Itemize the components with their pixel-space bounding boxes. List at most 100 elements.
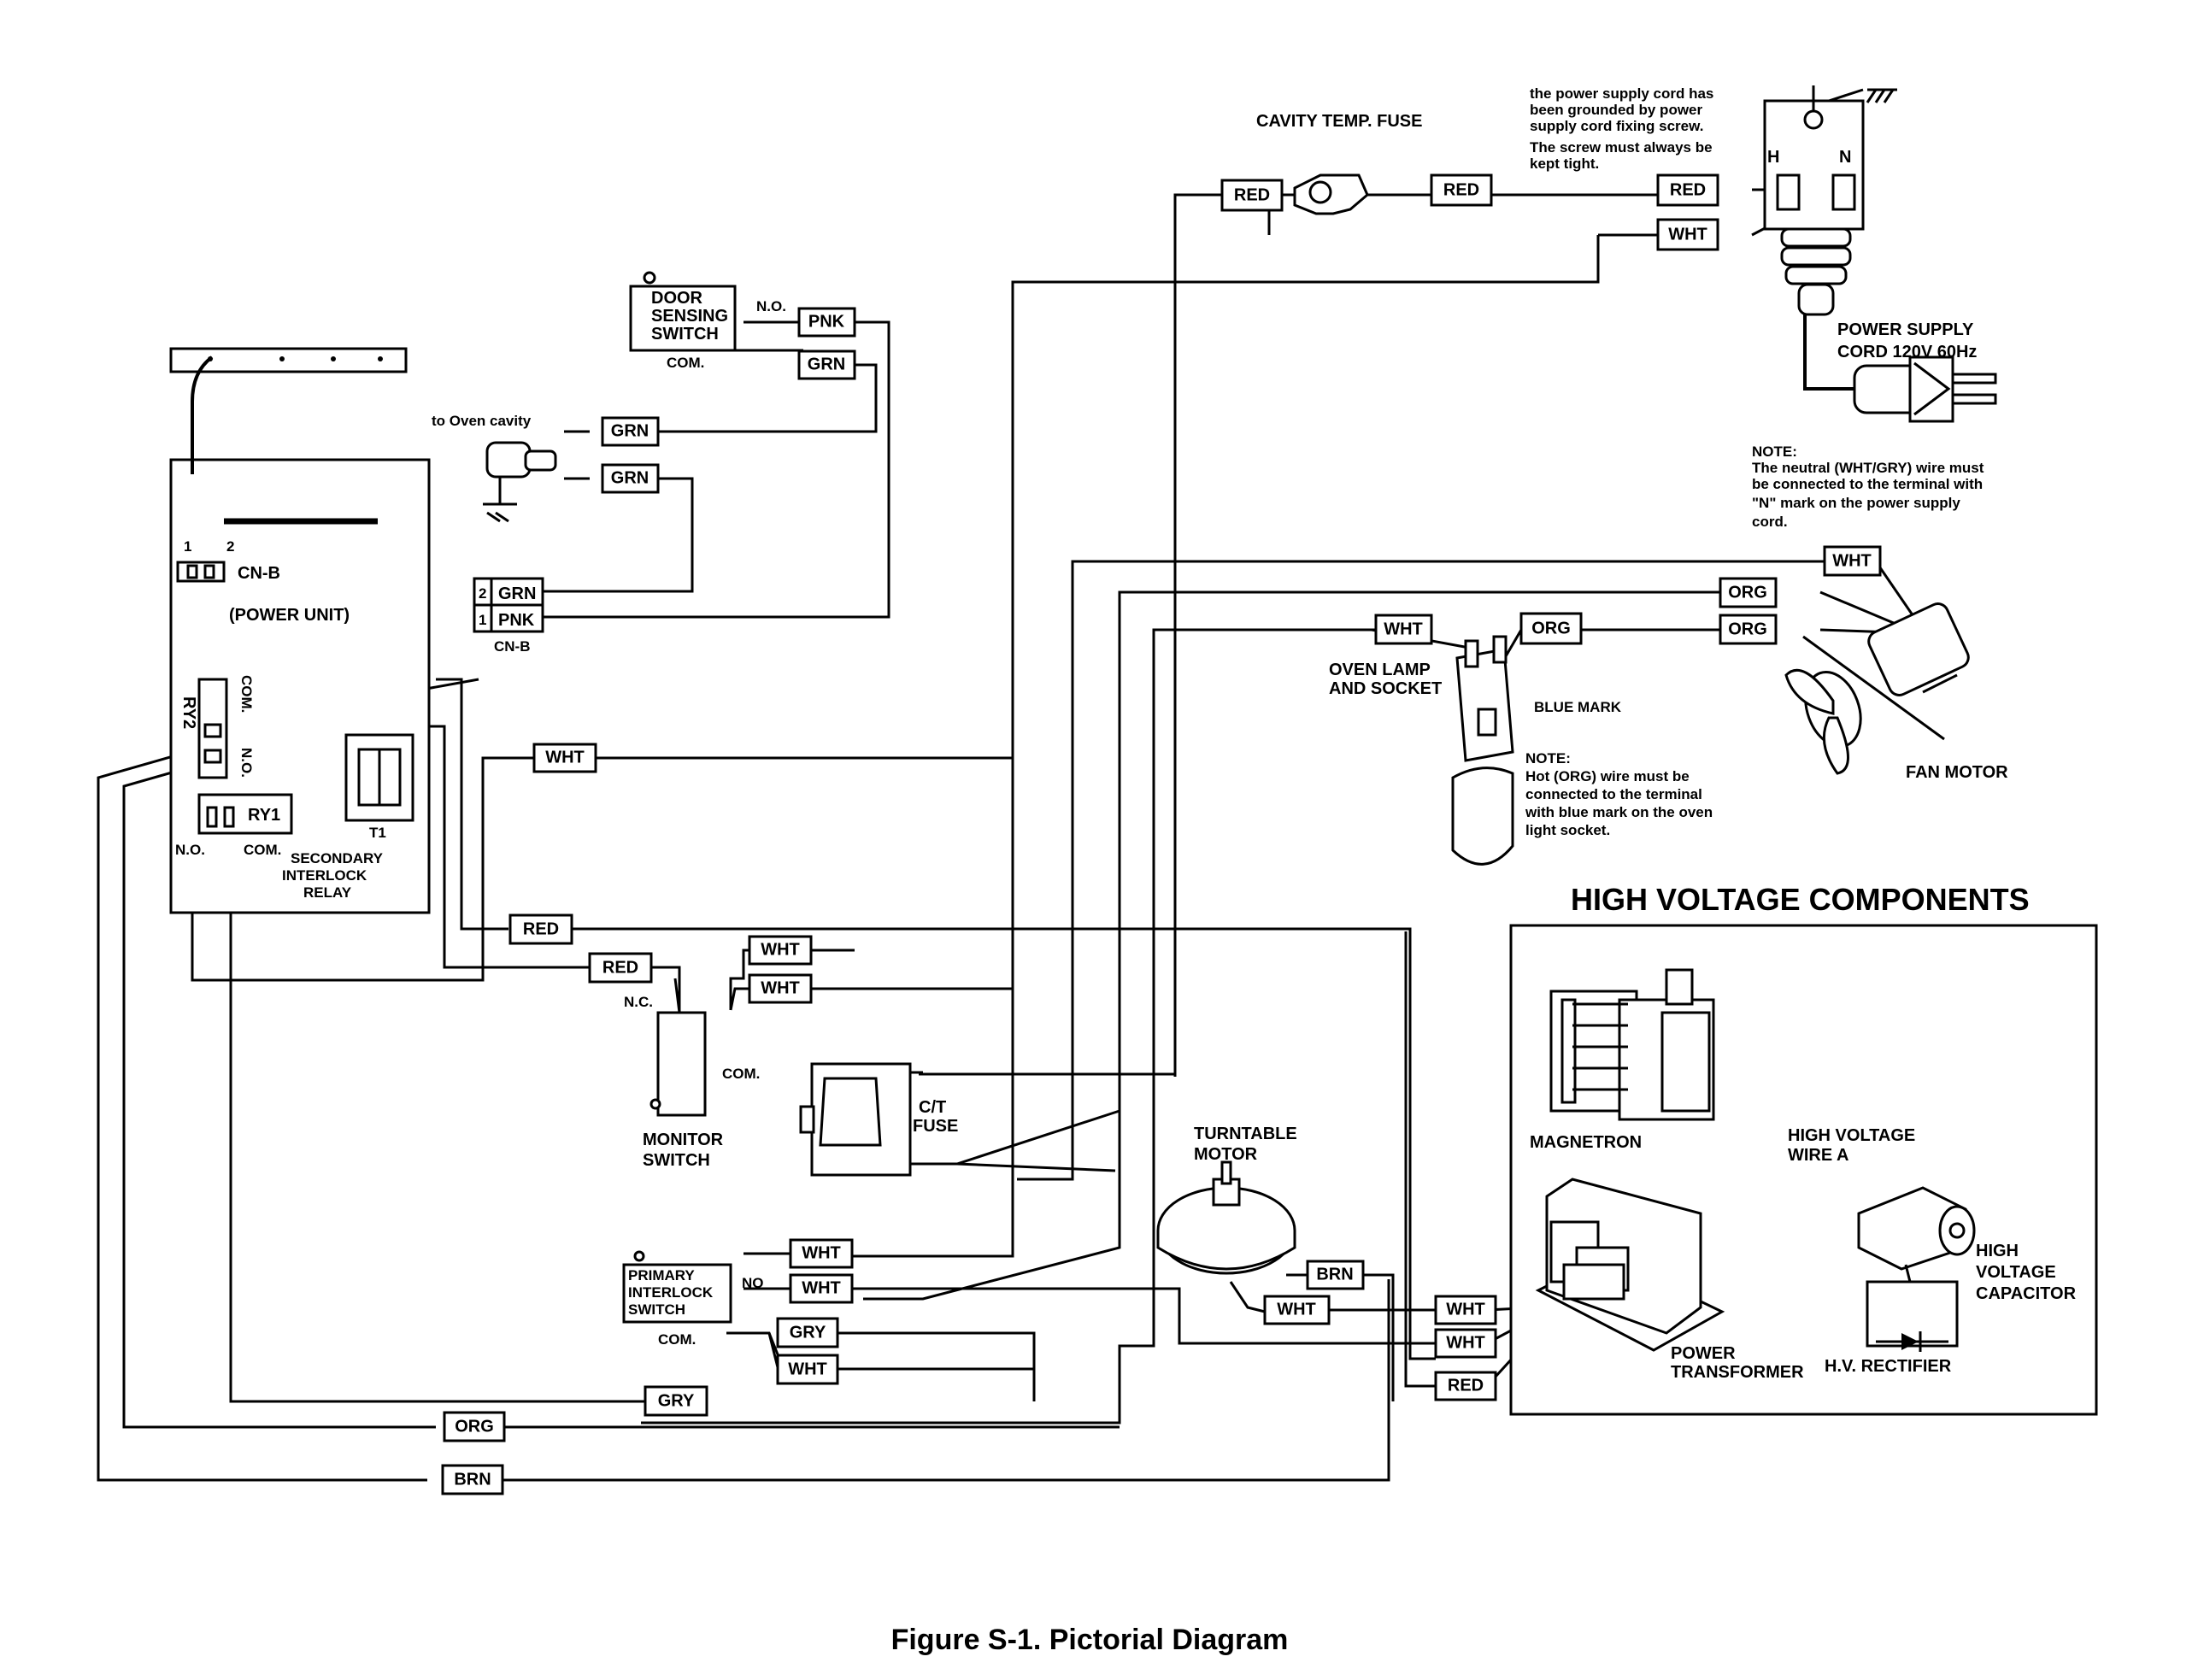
svg-text:RED: RED <box>523 919 559 938</box>
hv-rectifier <box>1866 1280 1959 1352</box>
ct-fuse-label-2: FUSE <box>913 1117 958 1136</box>
tag-wht-relay: WHT <box>532 743 597 773</box>
svg-text:WHT: WHT <box>788 1360 827 1378</box>
svg-text:BRN: BRN <box>1316 1265 1353 1283</box>
tag-wht-monitor-2: WHT <box>748 973 813 1004</box>
svg-text:WHT: WHT <box>1668 225 1707 244</box>
svg-text:Hot (ORG) wire must be: Hot (ORG) wire must be <box>1525 768 1690 784</box>
turntable-motor <box>1156 1160 1296 1275</box>
power-unit-label: (POWER UNIT) <box>229 606 350 625</box>
ry1-com-label: COM. <box>244 842 281 858</box>
tag-wht-primary-2: WHT <box>789 1273 854 1304</box>
cnb-board-label: CN-B <box>238 564 280 583</box>
monitor-switch-label-2: SWITCH <box>643 1151 710 1170</box>
hv-capacitor-label: HIGH <box>1976 1242 2019 1260</box>
tag-red-monitor: RED <box>588 952 653 984</box>
tag-wht-plug: WHT <box>1656 218 1719 251</box>
secondary-interlock-relay-label: SECONDARY INTERLOCK RELAY <box>282 850 384 901</box>
svg-text:SECONDARY: SECONDARY <box>291 850 384 866</box>
svg-text:BRN: BRN <box>454 1470 491 1489</box>
cnb-pnk: PNK <box>498 611 535 630</box>
hv-wire-a-label-2: WIRE A <box>1788 1146 1848 1165</box>
tag-wht-monitor-1: WHT <box>748 935 813 966</box>
monitor-switch-label: MONITOR <box>643 1131 724 1149</box>
cnb-socket <box>176 561 226 583</box>
hv-wire-a-label: HIGH VOLTAGE <box>1788 1126 1915 1145</box>
svg-text:DOOR: DOOR <box>651 289 703 308</box>
svg-text:RELAY: RELAY <box>303 884 352 901</box>
svg-text:connected to the terminal: connected to the terminal <box>1525 786 1702 802</box>
svg-text:WHT: WHT <box>1446 1300 1485 1319</box>
svg-text:INTERLOCK: INTERLOCK <box>282 867 367 884</box>
svg-text:RED: RED <box>602 958 638 977</box>
monitor-nc-label: N.C. <box>624 994 653 1010</box>
figure-caption: Figure S-1. Pictorial Diagram <box>891 1624 1289 1656</box>
cnb-grn: GRN <box>498 584 536 603</box>
svg-text:ORG: ORG <box>1728 620 1767 638</box>
primary-interlock-switch-body <box>622 1263 732 1324</box>
ry2-no-label: N.O. <box>238 748 255 778</box>
svg-text:RED: RED <box>1448 1376 1484 1395</box>
tag-wht-trans-2: WHT <box>1434 1328 1497 1359</box>
tag-wht-turntable: WHT <box>1263 1295 1331 1325</box>
tag-wht-trans-1: WHT <box>1434 1295 1497 1325</box>
svg-text:"N" mark on the power supply: "N" mark on the power supply <box>1752 495 1960 511</box>
svg-text:NOTE:: NOTE: <box>1525 750 1571 767</box>
ry1-label: RY1 <box>248 806 280 825</box>
ground-note: the power supply cord has been grounded … <box>1530 85 1713 172</box>
cnb-row-2: 2 <box>479 585 486 602</box>
ct-fuse-body <box>799 1062 923 1177</box>
cnb-pin-2: 2 <box>226 538 234 555</box>
cavity-temp-fuse <box>1293 173 1369 215</box>
svg-text:be connected to the terminal w: be connected to the terminal with <box>1752 476 1983 492</box>
svg-text:with blue mark on the oven: with blue mark on the oven <box>1525 804 1713 820</box>
board-cable <box>191 355 214 474</box>
hv-capacitor-label-3: CAPACITOR <box>1976 1284 2077 1303</box>
turntable-motor-label: TURNTABLE <box>1194 1125 1297 1143</box>
svg-text:WHT: WHT <box>1277 1300 1316 1319</box>
magnetron-label: MAGNETRON <box>1530 1133 1642 1152</box>
svg-text:WHT: WHT <box>545 748 585 767</box>
monitor-com-label: COM. <box>722 1066 760 1082</box>
tag-wht-primary-1: WHT <box>789 1238 854 1269</box>
hv-rectifier-label: H.V. RECTIFIER <box>1825 1357 1952 1376</box>
svg-text:The neutral (WHT/GRY) wire mus: The neutral (WHT/GRY) wire must <box>1752 460 1984 476</box>
tag-wht-lamp: WHT <box>1374 614 1433 645</box>
power-transformer-label: POWER <box>1671 1344 1736 1363</box>
tag-grn-oven-1: GRN <box>601 416 660 447</box>
blue-mark-label: BLUE MARK <box>1534 699 1622 715</box>
power-transformer <box>1535 1178 1725 1352</box>
svg-text:WHT: WHT <box>761 940 800 959</box>
tag-org-lamp: ORG <box>1519 612 1583 645</box>
tag-brn-bottom: BRN <box>441 1464 504 1495</box>
tag-red-cavity-left: RED <box>1220 179 1284 212</box>
to-oven-cavity-label: to Oven cavity <box>432 413 532 429</box>
labels: CAVITY TEMP. FUSE the power supply cord … <box>175 85 2077 1382</box>
oven-lamp <box>1451 635 1514 866</box>
power-plug <box>1763 85 1997 423</box>
tag-pnk-door: PNK <box>797 307 856 338</box>
svg-text:SWITCH: SWITCH <box>651 325 719 344</box>
neutral-note: NOTE: The neutral (WHT/GRY) wire must be… <box>1752 443 1984 530</box>
svg-text:kept tight.: kept tight. <box>1530 156 1599 172</box>
svg-text:RED: RED <box>1443 180 1479 199</box>
svg-text:RED: RED <box>1234 185 1270 204</box>
t1-label: T1 <box>369 825 386 841</box>
ry2-com-label: COM. <box>238 675 255 713</box>
tag-gry-bottom: GRY <box>644 1385 708 1417</box>
tag-brn-turntable: BRN <box>1306 1260 1365 1290</box>
door-sensing-switch-label: DOOR SENSING SWITCH <box>651 289 728 344</box>
tag-red-plug: RED <box>1656 173 1719 207</box>
tag-grn-door: GRN <box>797 350 856 380</box>
fan-motor-label: FAN MOTOR <box>1906 763 2008 782</box>
svg-text:RED: RED <box>1670 180 1706 199</box>
tag-wht-primary-3: WHT <box>776 1354 839 1385</box>
tag-grn-oven-2: GRN <box>601 463 660 494</box>
svg-text:WHT: WHT <box>802 1243 841 1262</box>
svg-text:cord.: cord. <box>1752 514 1788 530</box>
wire-tags: RED RED RED WHT PNK GRN GRN GRN WHT ORG … <box>441 173 1882 1495</box>
svg-text:The screw must always be: The screw must always be <box>1530 139 1713 156</box>
svg-text:NOTE:: NOTE: <box>1752 443 1797 460</box>
cnb-row-1: 1 <box>479 612 486 628</box>
turntable-motor-label-2: MOTOR <box>1194 1145 1258 1164</box>
